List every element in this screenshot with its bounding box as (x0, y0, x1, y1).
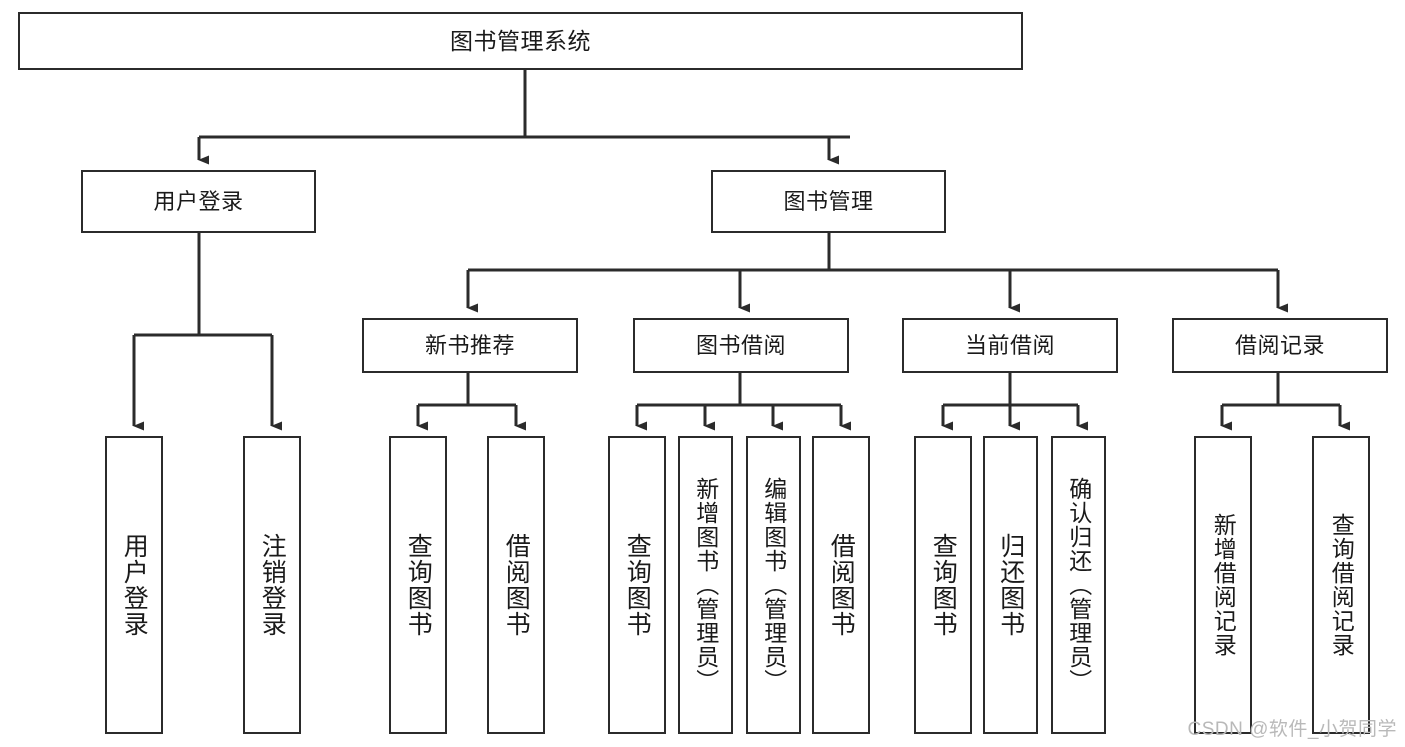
leaf-new-book-borrow-book[interactable]: 借阅图书 (487, 436, 545, 734)
node-label: 查询图书 (929, 533, 958, 637)
leaf-user-login-login[interactable]: 用户登录 (105, 436, 163, 734)
leaf-borrow-record-add-record[interactable]: 新增借阅记录 (1194, 436, 1252, 734)
node-label: 确认归还（管理员） (1065, 477, 1092, 693)
node-label: 图书借阅 (695, 332, 786, 358)
node-label: 图书管理系统 (450, 27, 591, 54)
node-label: 图书管理 (783, 188, 874, 214)
leaf-book-borrow-query-book[interactable]: 查询图书 (608, 436, 666, 734)
node-label: 新书推荐 (424, 332, 515, 358)
node-label: 借阅记录 (1234, 332, 1325, 358)
node-book-borrow[interactable]: 图书借阅 (633, 318, 849, 373)
node-label: 当前借阅 (964, 332, 1055, 358)
node-label: 归还图书 (996, 533, 1025, 637)
node-label: 用户登录 (120, 533, 149, 637)
node-label: 用户登录 (153, 188, 244, 214)
node-user-login[interactable]: 用户登录 (81, 170, 316, 233)
node-label: 借阅图书 (502, 533, 531, 637)
node-label: 借阅图书 (827, 533, 856, 637)
node-root-book-management-system[interactable]: 图书管理系统 (18, 12, 1023, 70)
leaf-borrow-record-query-record[interactable]: 查询借阅记录 (1312, 436, 1370, 734)
leaf-current-borrow-query-book[interactable]: 查询图书 (914, 436, 972, 734)
leaf-user-login-logout[interactable]: 注销登录 (243, 436, 301, 734)
node-label: 编辑图书（管理员） (760, 477, 787, 693)
node-label: 查询图书 (404, 533, 433, 637)
node-current-borrow[interactable]: 当前借阅 (902, 318, 1118, 373)
node-new-book-recommend[interactable]: 新书推荐 (362, 318, 578, 373)
node-label: 查询图书 (623, 533, 652, 637)
node-borrow-record[interactable]: 借阅记录 (1172, 318, 1388, 373)
leaf-book-borrow-edit-book-admin[interactable]: 编辑图书（管理员） (746, 436, 801, 734)
leaf-current-borrow-confirm-return-admin[interactable]: 确认归还（管理员） (1051, 436, 1106, 734)
node-label: 新增借阅记录 (1210, 513, 1237, 657)
node-label: 注销登录 (258, 533, 287, 637)
leaf-new-book-query-book[interactable]: 查询图书 (389, 436, 447, 734)
node-label: 查询借阅记录 (1328, 513, 1355, 657)
leaf-book-borrow-borrow-book[interactable]: 借阅图书 (812, 436, 870, 734)
node-label: 新增图书（管理员） (692, 477, 719, 693)
leaf-book-borrow-add-book-admin[interactable]: 新增图书（管理员） (678, 436, 733, 734)
node-book-management[interactable]: 图书管理 (711, 170, 946, 233)
leaf-current-borrow-return-book[interactable]: 归还图书 (983, 436, 1038, 734)
